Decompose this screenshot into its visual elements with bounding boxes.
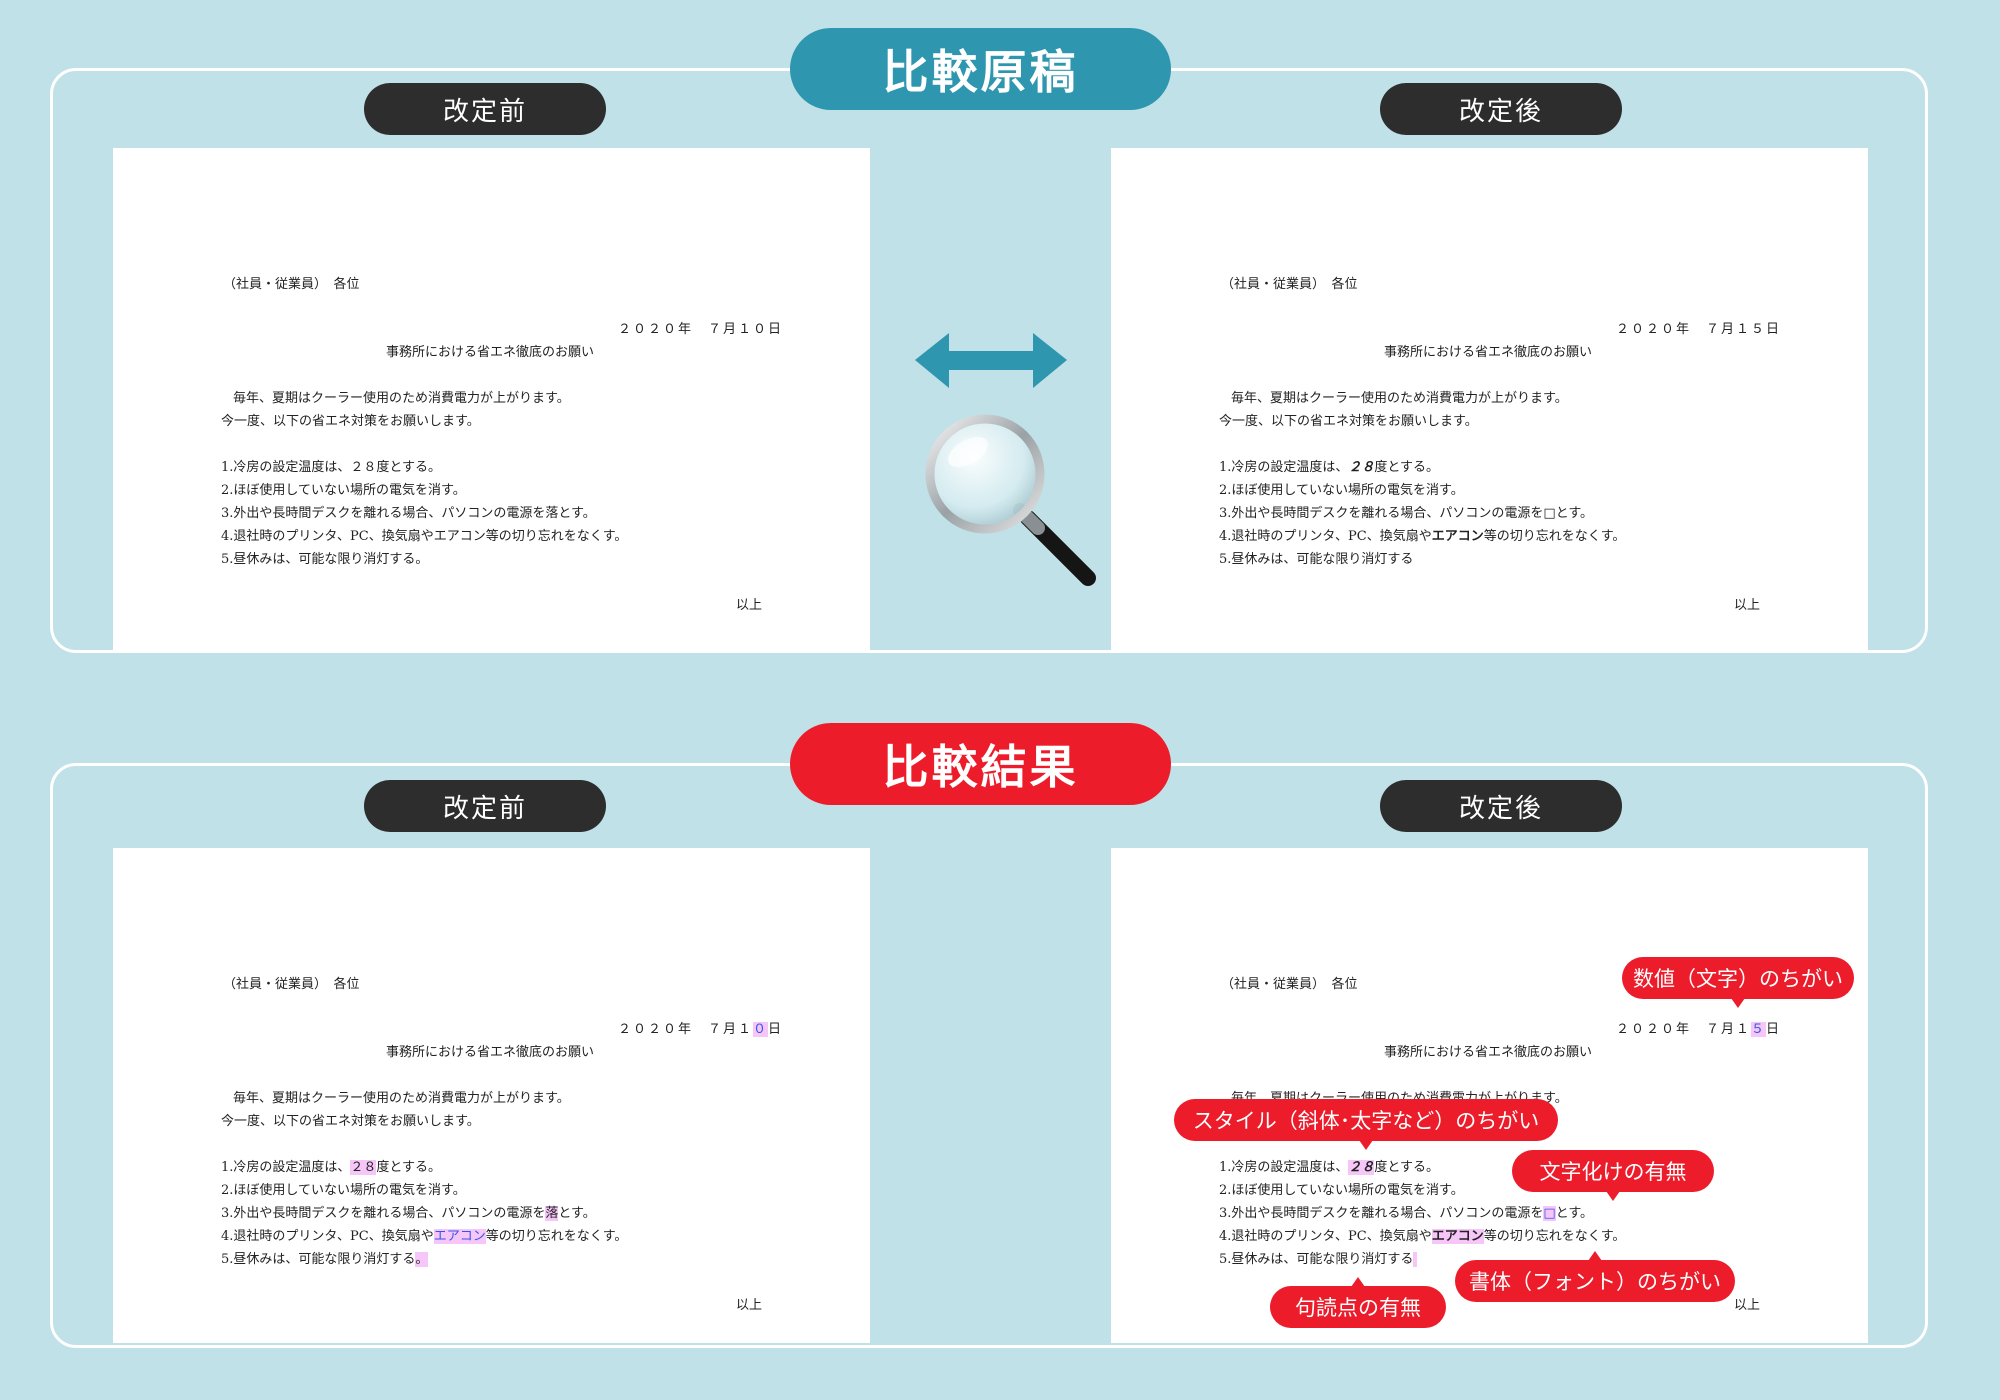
diff-highlight: エアコン	[433, 1229, 486, 1244]
item-2: 2.ほぼ使用していない場所の電気を消す。	[1219, 483, 1464, 498]
intro-line-2: 今一度、以下の省エネ対策をお願いします。	[1219, 414, 1478, 429]
source-title: 比較原稿	[790, 28, 1171, 110]
diff-highlight: □	[1543, 1206, 1556, 1221]
item-3: 3.外出や長時間デスクを離れる場合、パソコンの電源を□とす。	[1219, 1206, 1594, 1221]
after-label: 改定後	[1380, 780, 1622, 832]
closing: 以上	[1734, 1298, 1761, 1313]
item-1: 1.冷房の設定温度は、２８度とする。	[1219, 1160, 1440, 1175]
diff-highlight: ２８	[1348, 1160, 1375, 1175]
subject: 事務所における省エネ徹底のお願い	[1384, 1045, 1593, 1060]
item-3: 3.外出や長時間デスクを離れる場合、パソコンの電源を落とす。	[221, 1206, 596, 1221]
item-1: 1.冷房の設定温度は、２８度とする。	[221, 460, 442, 475]
intro-line-2: 今一度、以下の省エネ対策をお願いします。	[221, 414, 480, 429]
item-5: 5.昼休みは、可能な限り消灯する。	[221, 1252, 429, 1267]
item-2: 2.ほぼ使用していない場所の電気を消す。	[221, 1183, 466, 1198]
closing: 以上	[736, 1298, 763, 1313]
subject: 事務所における省エネ徹底のお願い	[386, 1045, 595, 1060]
before-label: 改定前	[364, 780, 606, 832]
magnifier-icon	[925, 414, 1096, 586]
closing: 以上	[1734, 598, 1761, 613]
date: ２０２０年 ７月１５日	[1616, 1022, 1782, 1037]
addressee: （社員・従業員） 各位	[223, 977, 360, 992]
item-1: 1.冷房の設定温度は、２８度とする。	[1219, 460, 1440, 475]
callout-font-difference: 書体（フォント）のちがい	[1455, 1251, 1735, 1302]
addressee: （社員・従業員） 各位	[1221, 277, 1358, 292]
intro-line-1: 毎年、夏期はクーラー使用のため消費電力が上がります。	[1231, 391, 1568, 406]
after-label: 改定後	[1380, 83, 1622, 135]
result-title: 比較結果	[790, 723, 1171, 805]
diff-highlight: 落	[545, 1206, 559, 1221]
item-2: 2.ほぼ使用していない場所の電気を消す。	[221, 483, 466, 498]
intro-line-2: 今一度、以下の省エネ対策をお願いします。	[221, 1114, 480, 1129]
callout-punctuation: 句読点の有無	[1270, 1277, 1446, 1328]
item-4: 4.退社時のプリンタ、PC、換気扇やエアコン等の切り忘れをなくす。	[221, 1229, 628, 1244]
before-label: 改定前	[364, 83, 606, 135]
item-1: 1.冷房の設定温度は、２８度とする。	[221, 1160, 442, 1175]
date: ２０２０年 ７月１５日	[1616, 322, 1782, 337]
diff-highlight: ​	[1413, 1252, 1418, 1267]
subject: 事務所における省エネ徹底のお願い	[1384, 345, 1593, 360]
diff-highlight: ２８	[350, 1160, 377, 1175]
subject: 事務所における省エネ徹底のお願い	[386, 345, 595, 360]
item-4: 4.退社時のプリンタ、PC、換気扇やエアコン等の切り忘れをなくす。	[1219, 529, 1626, 544]
item-3: 3.外出や長時間デスクを離れる場合、パソコンの電源を落とす。	[221, 506, 596, 521]
item-5: 5.昼休みは、可能な限り消灯する	[1219, 552, 1414, 567]
doc-before: （社員・従業員） 各位 ２０２０年 ７月１０日 事務所における省エネ徹底のお願い…	[113, 148, 870, 653]
intro-line-1: 毎年、夏期はクーラー使用のため消費電力が上がります。	[233, 1091, 570, 1106]
date: ２０２０年 ７月１０日	[618, 322, 784, 337]
item-5: 5.昼休みは、可能な限り消灯する。	[221, 552, 429, 567]
item-3: 3.外出や長時間デスクを離れる場合、パソコンの電源を□とす。	[1219, 506, 1594, 521]
diff-highlight: エアコン	[1431, 1229, 1484, 1244]
addressee: （社員・従業員） 各位	[1221, 977, 1358, 992]
doc-result-before: （社員・従業員） 各位 ２０２０年 ７月１０日 事務所における省エネ徹底のお願い…	[113, 848, 870, 1343]
callout-number-difference: 数値（文字）のちがい	[1622, 957, 1854, 1008]
doc-after: （社員・従業員） 各位 ２０２０年 ７月１５日 事務所における省エネ徹底のお願い…	[1111, 148, 1868, 653]
closing: 以上	[736, 598, 763, 613]
diff-highlight: ５	[1751, 1022, 1767, 1037]
diff-highlight: ０	[753, 1022, 769, 1037]
intro-line-1: 毎年、夏期はクーラー使用のため消費電力が上がります。	[233, 391, 570, 406]
item-2: 2.ほぼ使用していない場所の電気を消す。	[1219, 1183, 1464, 1198]
date: ２０２０年 ７月１０日	[618, 1022, 784, 1037]
callout-garbled-characters: 文字化けの有無	[1512, 1150, 1714, 1201]
callout-style-difference: スタイル（斜体･太字など）のちがい	[1174, 1099, 1558, 1150]
addressee: （社員・従業員） 各位	[223, 277, 360, 292]
item-4: 4.退社時のプリンタ、PC、換気扇やエアコン等の切り忘れをなくす。	[221, 529, 628, 544]
item-4: 4.退社時のプリンタ、PC、換気扇やエアコン等の切り忘れをなくす。	[1219, 1229, 1626, 1244]
item-5: 5.昼休みは、可能な限り消灯する​	[1219, 1252, 1418, 1267]
diff-highlight: 。	[415, 1252, 429, 1267]
double-arrow-icon	[915, 333, 1067, 388]
